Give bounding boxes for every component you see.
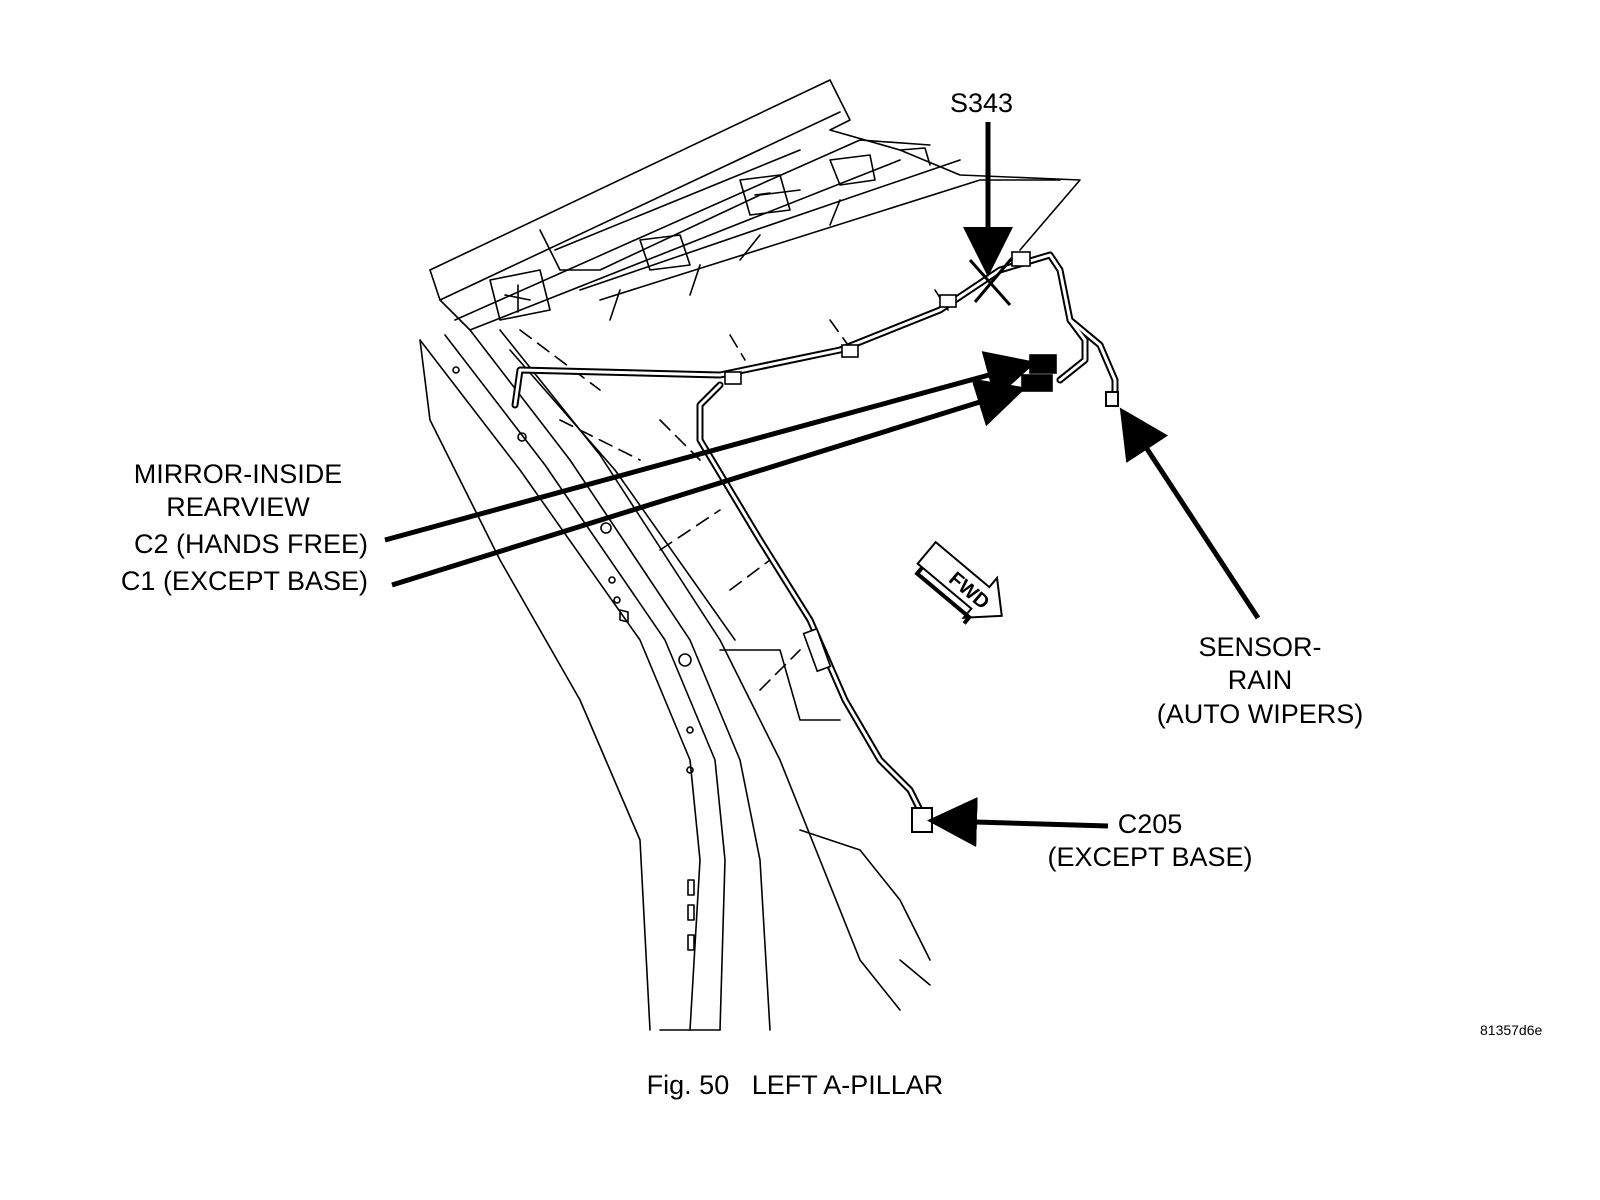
- harness-clip: [841, 344, 859, 358]
- callout-arrows: [384, 122, 1261, 848]
- harness-clip: [939, 294, 957, 308]
- harness-clip: [1011, 251, 1031, 267]
- label-sensor-line1: SENSOR-: [1198, 632, 1322, 662]
- rain-sensor-connector: [1105, 391, 1119, 407]
- mirror-connectors: [1021, 354, 1057, 392]
- label-c205-line2: (EXCEPT BASE): [1047, 842, 1253, 872]
- label-c1: C1 (EXCEPT BASE): [120, 566, 368, 596]
- c205-arrow: [927, 797, 1109, 848]
- label-sensor-line3: (AUTO WIPERS): [1156, 699, 1364, 729]
- splice-s343-mark: [968, 257, 1014, 306]
- label-s343: S343: [950, 88, 1014, 118]
- label-c205-line1: C205: [1117, 809, 1183, 839]
- label-c2: C2 (HANDS FREE): [133, 529, 368, 559]
- image-code: 81357d6e: [1480, 1022, 1543, 1038]
- harness-clip: [724, 371, 742, 385]
- label-mirror-line1: MIRROR-INSIDE: [133, 459, 343, 489]
- label-mirror-line2: REARVIEW: [166, 492, 310, 522]
- c1-arrow: [391, 378, 1027, 588]
- connector-c2: [1029, 354, 1057, 374]
- fwd-arrow-icon: FWD: [914, 540, 1003, 625]
- figure-caption: Fig. 50 LEFT A-PILLAR: [646, 1070, 944, 1100]
- connector-c1: [1021, 374, 1053, 392]
- c2-arrow: [384, 351, 1037, 543]
- roof-header-panel: [429, 79, 1081, 331]
- c205-connector: [911, 807, 933, 833]
- sensor-arrow: [1119, 407, 1261, 620]
- a-pillar-body: [419, 329, 931, 1031]
- harness-clip: [802, 627, 832, 673]
- label-sensor-line2: RAIN: [1227, 665, 1293, 695]
